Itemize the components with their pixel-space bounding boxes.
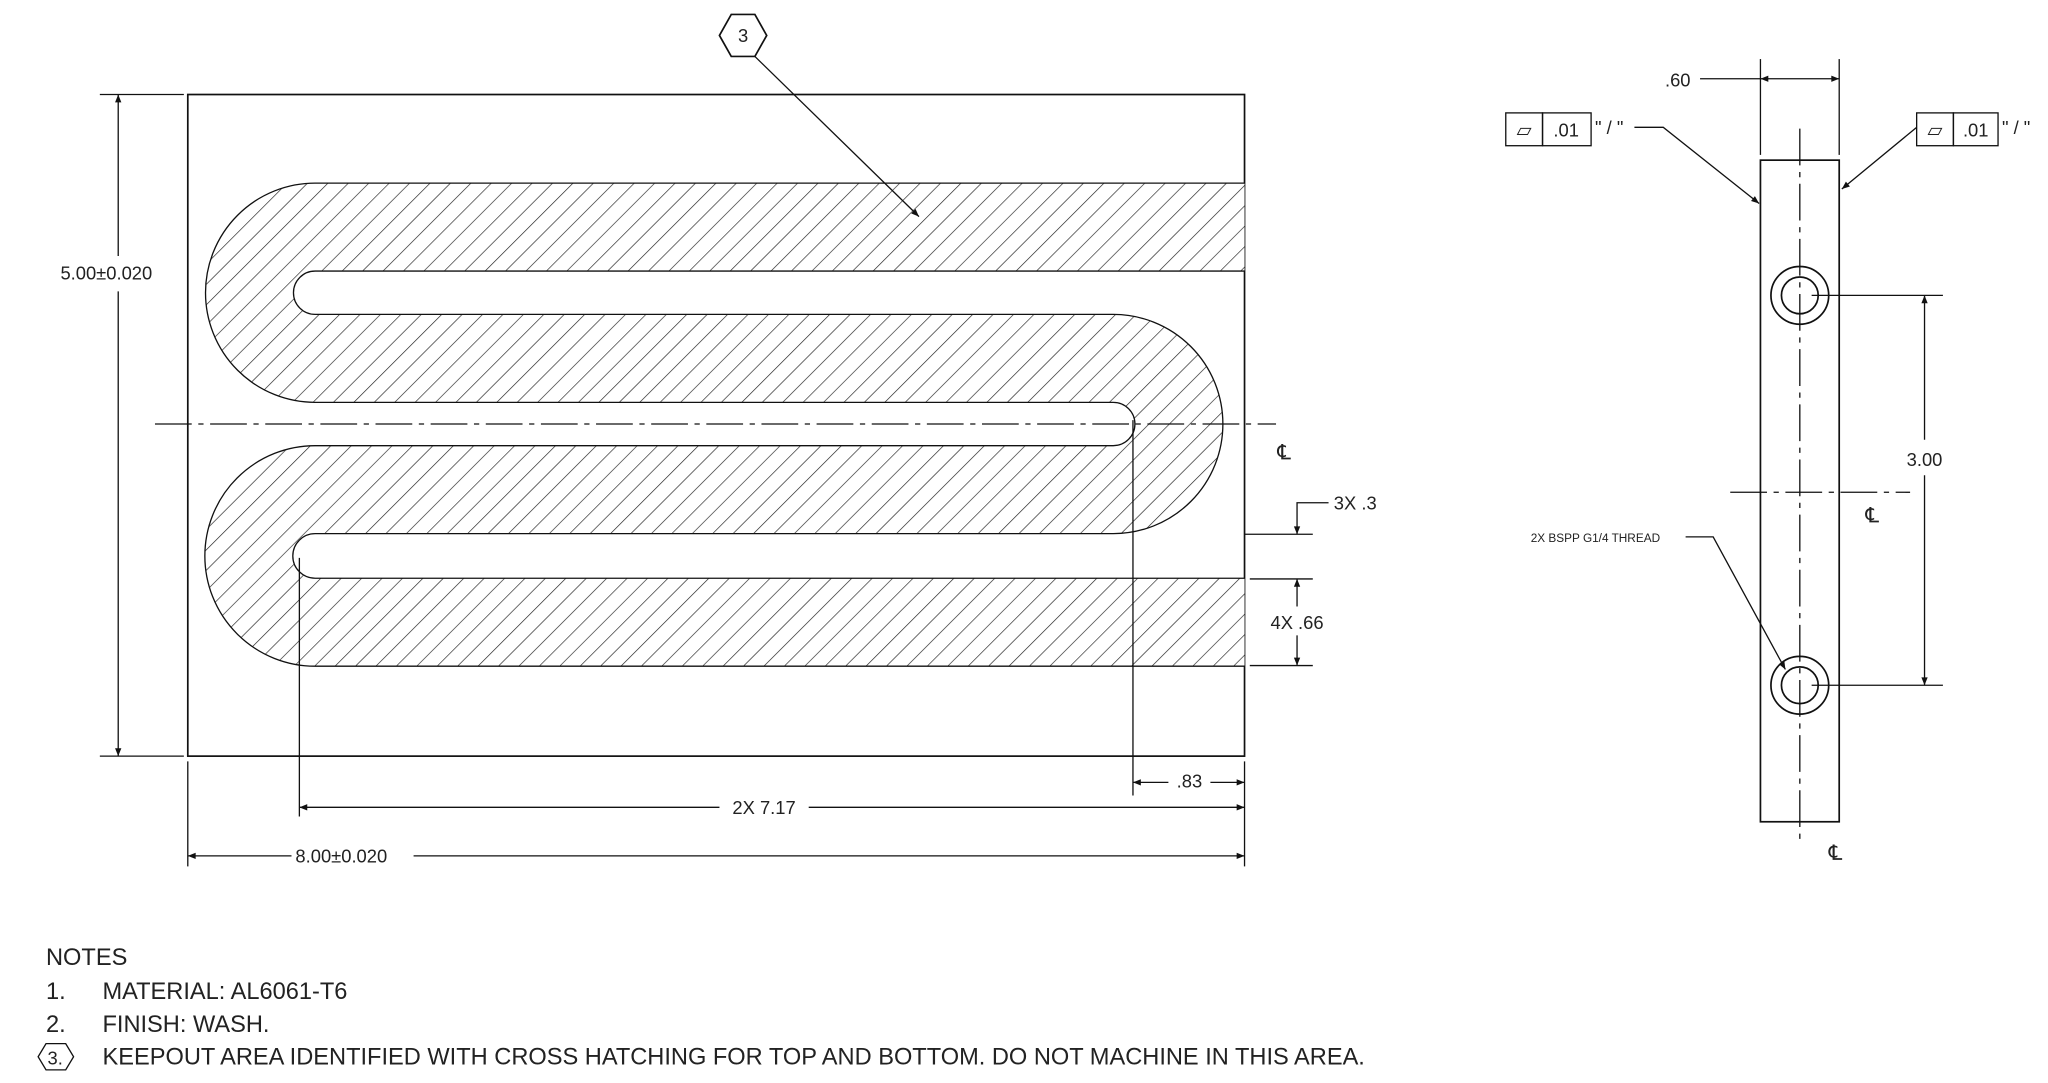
flatness-icon: ▱: [1517, 120, 1533, 142]
flatness-suffix: " / ": [2002, 117, 2030, 138]
height-dimension: 5.00±0.020: [60, 93, 184, 757]
slot-length-dimension: 2X 7.17: [298, 557, 1245, 818]
band-width-dimension: 4X .66: [1249, 578, 1324, 667]
side-view: ℄ ℄ 3.00 .60 ▱ .01 " / " ▱ .01 " / ": [1505, 59, 2030, 865]
thickness-dimension: .60: [1665, 59, 1840, 155]
flatness-icon: ▱: [1927, 120, 1943, 142]
flatness-callout-left: ▱ .01 " / ": [1505, 112, 1760, 204]
centerline-symbol: ℄: [1276, 441, 1291, 464]
band-width-value: 4X .66: [1271, 612, 1324, 633]
flatness-suffix: " / ": [1595, 117, 1623, 138]
note-text: MATERIAL: AL6061-T6: [102, 979, 347, 1005]
hole-spacing-dimension: 3.00: [1811, 294, 1943, 686]
end-offset-value: .83: [1177, 771, 1203, 792]
width-dimension: 8.00±0.020: [187, 761, 1246, 866]
flatness-value: .01: [1963, 120, 1989, 141]
height-value: 5.00±0.020: [60, 263, 152, 284]
thickness-value: .60: [1665, 70, 1691, 91]
slot-length-value: 2X 7.17: [732, 797, 795, 818]
thread-callout-text: 2X BSPP G1/4 THREAD: [1531, 531, 1660, 545]
keepout-hatched-area: [204, 182, 1245, 667]
notes-block: NOTES 1. MATERIAL: AL6061-T6 2. FINISH: …: [37, 945, 1365, 1071]
note-text: FINISH: WASH.: [102, 1012, 269, 1038]
width-value: 8.00±0.020: [295, 845, 387, 866]
hole-spacing-value: 3.00: [1907, 449, 1943, 470]
plate-outline: [186, 93, 1246, 757]
slot-width-value: 3X .3: [1334, 492, 1377, 513]
balloon-number: 3: [738, 25, 748, 46]
flatness-value: .01: [1553, 120, 1579, 141]
slot-width-dimension: 3X .3: [1244, 492, 1377, 535]
note-number: 3.: [48, 1048, 63, 1069]
note-number: 2.: [46, 1012, 66, 1038]
note-text: KEEPOUT AREA IDENTIFIED WITH CROSS HATCH…: [102, 1045, 1364, 1071]
notes-title: NOTES: [46, 945, 127, 971]
balloon-3: 3: [718, 13, 920, 218]
note-number: 1.: [46, 979, 66, 1005]
note-balloon-icon: [37, 1042, 75, 1071]
front-view: ℄ 3 5.00±0.020 8.00±0.020 2X 7.17 .83: [60, 13, 1377, 866]
flatness-callout-right: ▱ .01 " / ": [1841, 112, 2030, 190]
thread-callout: 2X BSPP G1/4 THREAD: [1531, 531, 1786, 670]
end-offset-dimension: .83: [1132, 420, 1245, 796]
centerline-symbol: ℄: [1864, 504, 1879, 527]
centerline-symbol: ℄: [1828, 842, 1843, 865]
